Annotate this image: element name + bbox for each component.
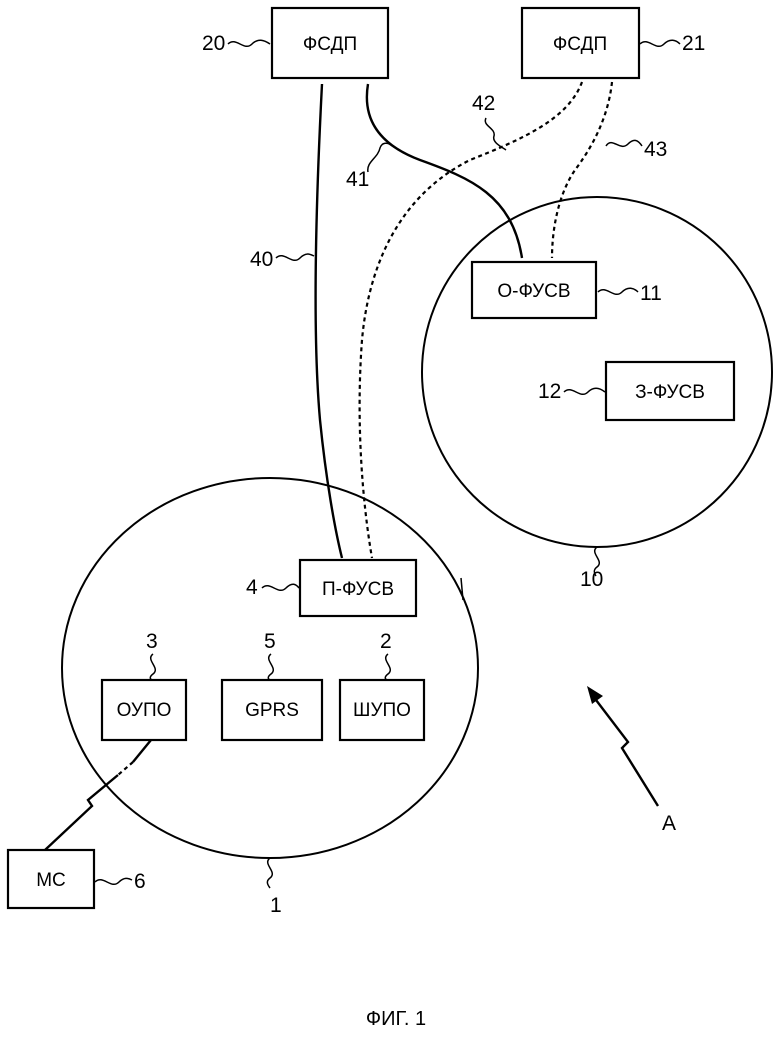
- arrow-a-label: A: [662, 812, 676, 835]
- ref-5-label: 5: [264, 630, 276, 653]
- oupo-label: ОУПО: [117, 700, 172, 721]
- gprs-label: GPRS: [245, 700, 299, 721]
- ref-43-label: 43: [644, 138, 667, 161]
- ref-1-leader: [267, 858, 272, 888]
- ref-40-leader: [276, 254, 314, 260]
- ref-1-label: 1: [270, 894, 282, 917]
- link-43-line: [552, 82, 612, 258]
- arrow-a-shaft: [596, 700, 658, 806]
- ref-21-label: 21: [682, 32, 705, 55]
- cell-1-circle: [62, 478, 478, 858]
- ref-43-leader: [606, 140, 642, 146]
- link-41-line: [367, 84, 522, 258]
- ref-42-label: 42: [472, 92, 495, 115]
- shupo-box: ШУПО: [340, 680, 424, 740]
- shupo-label: ШУПО: [353, 700, 411, 721]
- ref-2-label: 2: [380, 630, 392, 653]
- ref-41-label: 41: [346, 168, 369, 191]
- o-fusv-box: О-ФУСВ: [472, 262, 596, 318]
- cell-1-edge-tick: [461, 578, 463, 600]
- link-42-line: [360, 82, 582, 558]
- link-40-line: [316, 84, 342, 558]
- ref-21-leader: [640, 40, 680, 46]
- ref-4-label: 4: [246, 576, 258, 599]
- oupo-box: ОУПО: [102, 680, 186, 740]
- p-fusv-box: П-ФУСВ: [300, 560, 416, 616]
- fsdp-21-box: ФСДП: [522, 8, 639, 78]
- fsdp-20-label: ФСДП: [303, 34, 357, 55]
- ref-12-leader: [564, 388, 605, 394]
- fsdp-21-label: ФСДП: [553, 34, 607, 55]
- ref-5-leader: [268, 654, 273, 680]
- ref-20-label: 20: [202, 32, 225, 55]
- ref-6-label: 6: [134, 870, 146, 893]
- ref-20-leader: [228, 40, 270, 46]
- fsdp-20-box: ФСДП: [272, 8, 388, 78]
- radio-link-dashed: [118, 762, 133, 775]
- ref-42-leader: [485, 118, 506, 150]
- arrow-a-head: [587, 686, 603, 704]
- ms-label: МС: [36, 870, 66, 891]
- ref-6-leader: [95, 878, 132, 884]
- o-fusv-label: О-ФУСВ: [497, 281, 570, 302]
- figure-caption: ФИГ. 1: [366, 1008, 426, 1030]
- ref-40-label: 40: [250, 248, 273, 271]
- ref-11-label: 11: [640, 282, 662, 305]
- ref-2-leader: [385, 654, 390, 680]
- ref-10-label: 10: [580, 568, 603, 591]
- z-fusv-box: З-ФУСВ: [606, 362, 734, 420]
- p-fusv-label: П-ФУСВ: [322, 579, 394, 600]
- ref-11-leader: [598, 288, 638, 294]
- ref-4-leader: [262, 584, 299, 590]
- ref-12-label: 12: [538, 380, 561, 403]
- z-fusv-label: З-ФУСВ: [635, 382, 705, 403]
- gprs-box: GPRS: [222, 680, 322, 740]
- ref-3-label: 3: [146, 630, 158, 653]
- radio-link-line: [133, 740, 151, 762]
- ms-box: МС: [8, 850, 94, 908]
- ref-41-leader: [368, 143, 392, 172]
- ref-3-leader: [150, 654, 155, 680]
